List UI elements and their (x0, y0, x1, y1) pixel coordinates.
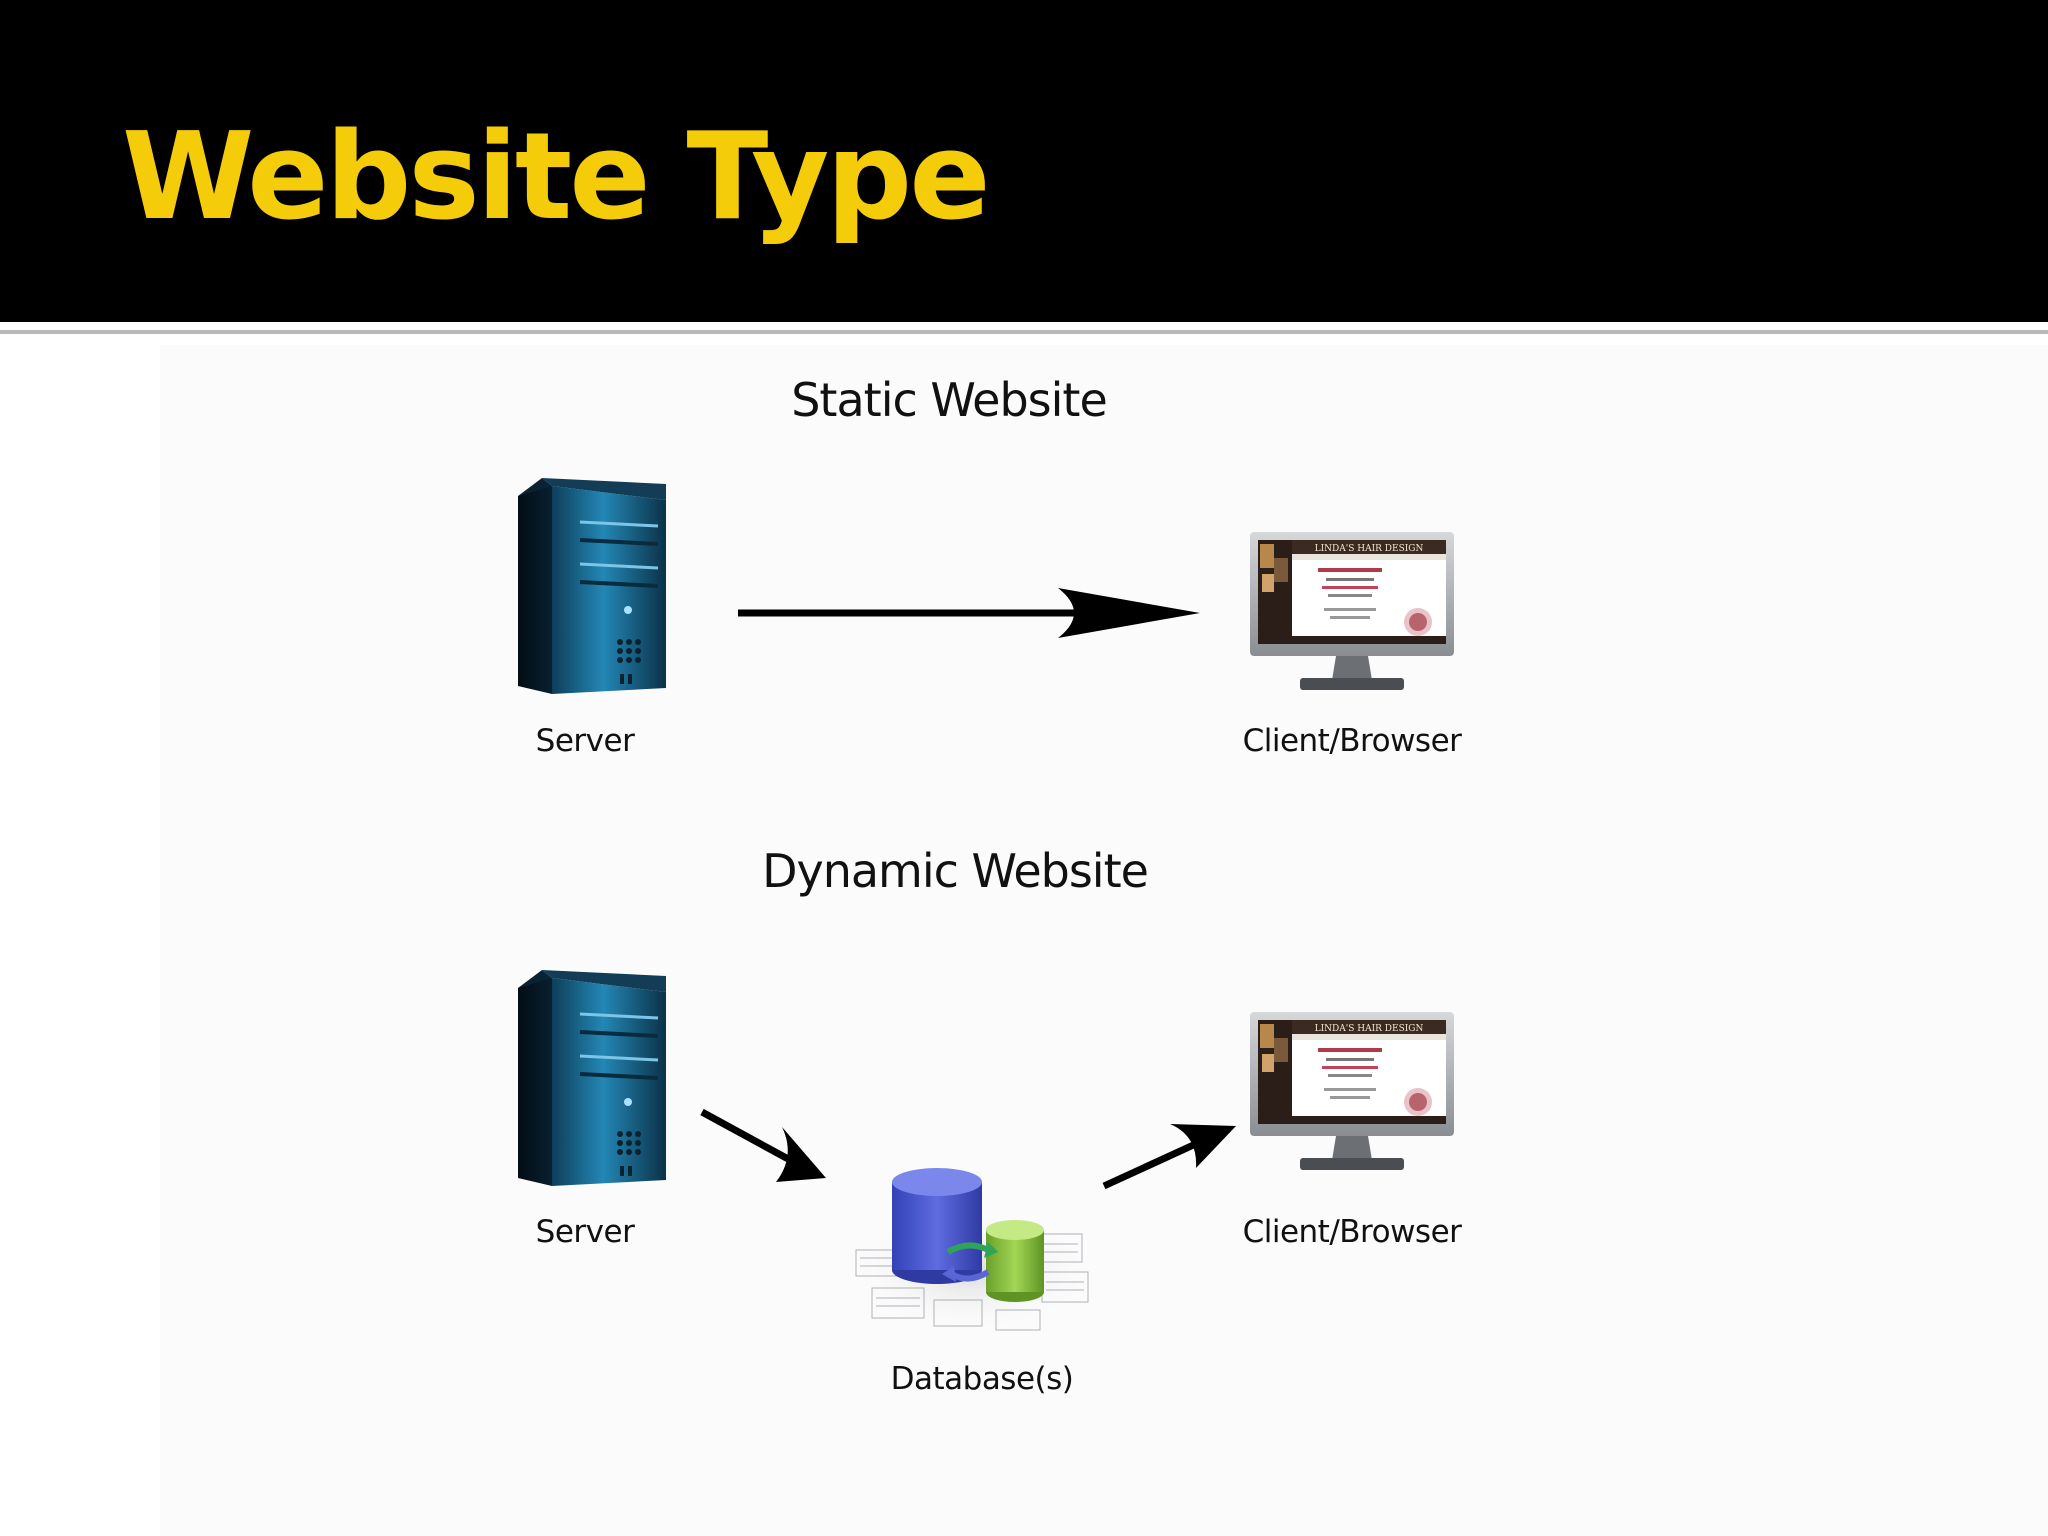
svg-text:LINDA'S HAIR DESIGN: LINDA'S HAIR DESIGN (1315, 544, 1424, 554)
server-icon (518, 970, 666, 1186)
slide-header: Website Type (0, 0, 2048, 322)
static-website-title: Static Website (791, 373, 1108, 427)
static-server-label: Server (535, 723, 635, 759)
server-to-database-arrow (700, 1108, 826, 1182)
dynamic-client-label: Client/Browser (1242, 1214, 1462, 1250)
static-server-to-client-arrow (738, 588, 1200, 638)
dynamic-website-title: Dynamic Website (762, 844, 1149, 898)
server-icon (518, 478, 666, 694)
database-to-client-arrow (1102, 1124, 1236, 1190)
dynamic-server-label: Server (535, 1214, 635, 1250)
svg-text:LINDA'S HAIR DESIGN: LINDA'S HAIR DESIGN (1315, 1024, 1424, 1034)
monitor-icon: LINDA'S HAIR DESIGN (1250, 1012, 1454, 1170)
static-client-label: Client/Browser (1242, 723, 1462, 759)
database-icon (839, 1168, 1103, 1336)
content-panel (160, 345, 2048, 1536)
header-divider (0, 330, 2048, 334)
monitor-icon: LINDA'S HAIR DESIGN (1250, 532, 1454, 690)
database-label: Database(s) (890, 1361, 1074, 1397)
slide-title: Website Type (122, 108, 991, 247)
